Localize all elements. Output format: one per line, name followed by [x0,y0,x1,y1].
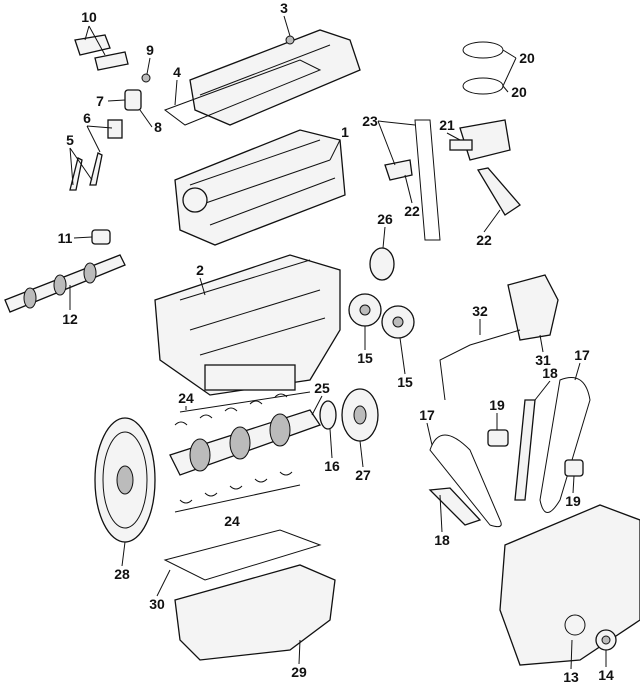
chain-guide [514,399,536,501]
engine-block [154,254,341,396]
callout-14[interactable]: 14 [598,667,614,683]
callout-2[interactable]: 2 [196,262,204,278]
callout-1[interactable]: 1 [341,124,349,140]
crank-sprocket [319,400,337,430]
callout-30[interactable]: 30 [149,596,165,612]
oil-pan [174,564,336,661]
callout-23[interactable]: 23 [362,113,378,129]
camshaft [4,254,126,313]
lash-adjuster [91,229,111,245]
callout-31[interactable]: 31 [535,352,551,368]
callout-12[interactable]: 12 [62,311,78,327]
callout-22b[interactable]: 22 [476,232,492,248]
crankshaft [169,409,322,476]
callout-4[interactable]: 4 [173,64,181,80]
callout-15b[interactable]: 15 [397,374,413,390]
rear-seal [369,247,395,281]
callout-6[interactable]: 6 [83,110,91,126]
callout-25[interactable]: 25 [314,380,330,396]
oil-pump [507,274,559,341]
oil-pickup-tube [439,329,521,401]
callout-5[interactable]: 5 [66,132,74,148]
tensioner [487,429,509,447]
callout-11[interactable]: 11 [57,230,73,246]
callout-27[interactable]: 27 [355,467,371,483]
cylinder-head [174,129,346,246]
callout-19b[interactable]: 19 [565,493,581,509]
callout-32[interactable]: 32 [472,303,488,319]
retainer [141,73,151,83]
callout-17b[interactable]: 17 [419,407,435,423]
bearings [384,159,413,181]
callout-21[interactable]: 21 [439,117,455,133]
lifter [107,119,123,139]
callout-13[interactable]: 13 [563,669,579,685]
valve-cover [189,29,361,126]
callout-28[interactable]: 28 [114,566,130,582]
timing-chain [429,434,502,528]
callout-17a[interactable]: 17 [574,347,590,363]
leader-lines [69,15,607,670]
valve-spring [124,89,142,111]
timing-cover [499,504,640,666]
callout-26[interactable]: 26 [377,211,393,227]
piston-rings [462,41,504,59]
callout-18b[interactable]: 18 [434,532,450,548]
callout-19a[interactable]: 19 [489,397,505,413]
callout-22a[interactable]: 22 [404,203,420,219]
piston-pin [449,139,473,151]
timing-chain-2 [539,377,591,513]
callout-20b[interactable]: 20 [511,84,527,100]
callout-24b[interactable]: 24 [224,513,240,529]
callout-16[interactable]: 16 [324,458,340,474]
valve-cover-gasket [163,59,322,126]
oil-pan-gasket [163,529,322,581]
tensioner-2 [564,459,584,477]
callout-3[interactable]: 3 [280,0,288,16]
main-bearings [174,393,293,504]
callout-24a[interactable]: 24 [178,390,194,406]
callout-20a[interactable]: 20 [519,50,535,66]
callout-15a[interactable]: 15 [357,350,373,366]
callout-10[interactable]: 10 [81,9,97,25]
callout-18a[interactable]: 18 [542,365,558,381]
callout-8[interactable]: 8 [154,119,162,135]
chain-guide-2 [428,487,482,526]
callout-9[interactable]: 9 [146,42,154,58]
connecting-rod [476,167,521,216]
callout-29[interactable]: 29 [291,664,307,680]
rocker-arms [74,34,129,71]
callout-7[interactable]: 7 [96,93,104,109]
